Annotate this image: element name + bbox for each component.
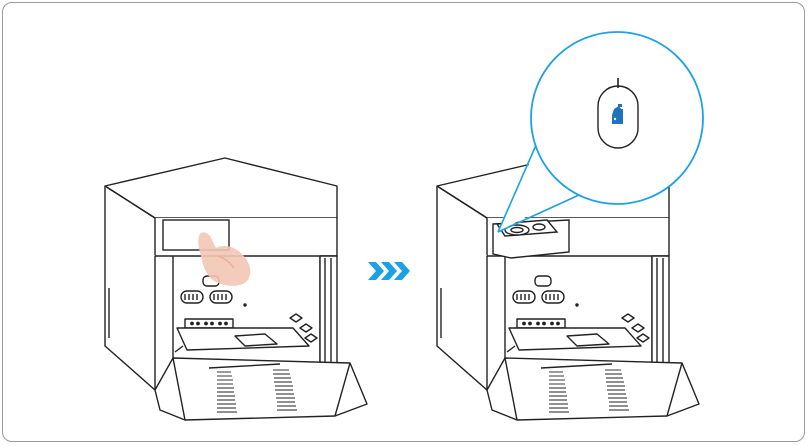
station-after bbox=[437, 158, 699, 420]
station-before bbox=[105, 158, 367, 420]
front-panel-closed bbox=[163, 220, 229, 250]
next-step-arrow-icon bbox=[368, 262, 410, 280]
detail-callout bbox=[498, 32, 703, 232]
